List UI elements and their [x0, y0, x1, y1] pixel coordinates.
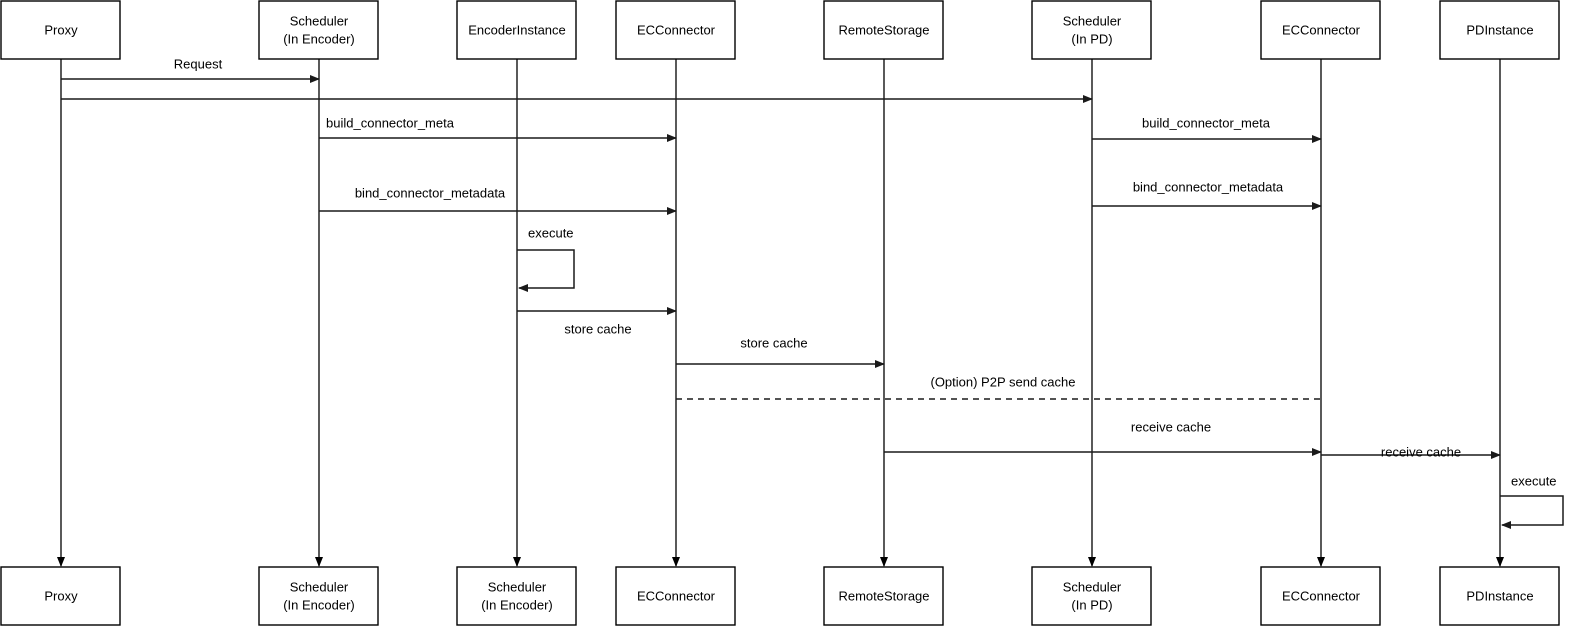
message-label-m4: build_connector_meta — [1142, 115, 1271, 130]
self-message-s2 — [1500, 495, 1564, 529]
participant-footer-sublabel-sched_pd_b: (In PD) — [1071, 597, 1112, 612]
participant-footer-rect-pdinst_b — [1439, 566, 1560, 626]
participant-footer-rect-sched_enc_b — [258, 566, 379, 626]
participant-footer-rect-sched_enc_b2 — [456, 566, 577, 626]
participant-footer-pdinst_b[interactable]: PDInstance — [1439, 566, 1560, 626]
message-label-m1: Request — [174, 56, 223, 71]
participant-header-rect-proxy — [0, 0, 121, 60]
participant-footer-boxes: Proxy Scheduler (In Encoder) Scheduler (In E… — [0, 566, 1560, 626]
participant-footer-rect-ecconn2_b — [1260, 566, 1381, 626]
participant-header-boxes: Proxy Scheduler (In Encoder) EncoderInstanc… — [0, 0, 1560, 60]
participant-footer-rect-sched_pd_b — [1031, 566, 1152, 626]
participant-footer-label-sched_enc_b2: Scheduler — [488, 579, 547, 594]
message-label-m6: bind_connector_metadata — [1133, 179, 1284, 194]
participant-header-pdinst[interactable]: PDInstance — [1439, 0, 1560, 60]
participant-footer-label-proxy_b: Proxy — [44, 588, 78, 603]
participant-header-sublabel-sched_pd: (In PD) — [1071, 31, 1112, 46]
message-label-m11: receive cache — [1381, 444, 1461, 459]
participant-header-ecconn1[interactable]: ECConnector — [615, 0, 736, 60]
participant-footer-rect-remote_b — [823, 566, 944, 626]
participant-footer-ecconn1_b[interactable]: ECConnector — [615, 566, 736, 626]
participant-footer-remote_b[interactable]: RemoteStorage — [823, 566, 944, 626]
lifeline-lines — [57, 59, 1504, 567]
participant-header-label-pdinst: PDInstance — [1466, 22, 1533, 37]
message-label-m5: bind_connector_metadata — [355, 185, 506, 200]
participant-header-proxy[interactable]: Proxy — [0, 0, 121, 60]
participant-footer-sublabel-sched_enc_b2: (In Encoder) — [481, 597, 553, 612]
participant-footer-proxy_b[interactable]: Proxy — [0, 566, 121, 626]
participant-footer-label-sched_pd_b: Scheduler — [1063, 579, 1122, 594]
message-label-m9: (Option) P2P send cache — [930, 374, 1075, 389]
message-label-m8: store cache — [740, 335, 807, 350]
participant-footer-rect-ecconn1_b — [615, 566, 736, 626]
participant-header-rect-sched_pd — [1031, 0, 1152, 60]
participant-header-label-sched_enc: Scheduler — [290, 13, 349, 28]
participant-footer-rect-proxy_b — [0, 566, 121, 626]
participant-header-rect-pdinst — [1439, 0, 1560, 60]
participant-footer-ecconn2_b[interactable]: ECConnector — [1260, 566, 1381, 626]
participant-header-ecconn2[interactable]: ECConnector — [1260, 0, 1381, 60]
participant-footer-label-remote_b: RemoteStorage — [838, 588, 929, 603]
participant-header-remote[interactable]: RemoteStorage — [823, 0, 944, 60]
participant-footer-sched_pd_b[interactable]: Scheduler (In PD) — [1031, 566, 1152, 626]
participant-footer-label-ecconn1_b: ECConnector — [637, 588, 716, 603]
self-message-label-s1: execute — [528, 225, 574, 240]
participant-footer-label-ecconn2_b: ECConnector — [1282, 588, 1361, 603]
participant-footer-label-pdinst_b: PDInstance — [1466, 588, 1533, 603]
participant-footer-sublabel-sched_enc_b: (In Encoder) — [283, 597, 355, 612]
participant-header-label-proxy: Proxy — [44, 22, 78, 37]
participant-footer-sched_enc_b[interactable]: Scheduler (In Encoder) — [258, 566, 379, 626]
participant-header-rect-sched_enc — [258, 0, 379, 60]
participant-header-rect-encoder_inst — [456, 0, 577, 60]
message-label-m3: build_connector_meta — [326, 115, 455, 130]
participant-header-sublabel-sched_enc: (In Encoder) — [283, 31, 355, 46]
participant-header-label-ecconn1: ECConnector — [637, 22, 716, 37]
message-label-m10: receive cache — [1131, 419, 1211, 434]
participant-header-rect-ecconn1 — [615, 0, 736, 60]
self-message-s1 — [517, 249, 575, 292]
self-messages-layer: execute execute — [517, 225, 1564, 529]
participant-header-sched_pd[interactable]: Scheduler (In PD) — [1031, 0, 1152, 60]
participant-header-encoder_inst[interactable]: EncoderInstance — [456, 0, 577, 60]
participant-header-label-sched_pd: Scheduler — [1063, 13, 1122, 28]
participant-header-label-ecconn2: ECConnector — [1282, 22, 1361, 37]
participant-header-sched_enc[interactable]: Scheduler (In Encoder) — [258, 0, 379, 60]
self-message-label-s2: execute — [1511, 473, 1557, 488]
messages-layer: Request build_connector_meta build_connect… — [61, 56, 1501, 459]
participant-header-rect-remote — [823, 0, 944, 60]
participant-header-rect-ecconn2 — [1260, 0, 1381, 60]
message-label-m7: store cache — [564, 321, 631, 336]
participant-header-label-encoder_inst: EncoderInstance — [468, 22, 566, 37]
participant-footer-sched_enc_b2[interactable]: Scheduler (In Encoder) — [456, 566, 577, 626]
participant-footer-label-sched_enc_b: Scheduler — [290, 579, 349, 594]
participant-header-label-remote: RemoteStorage — [838, 22, 929, 37]
